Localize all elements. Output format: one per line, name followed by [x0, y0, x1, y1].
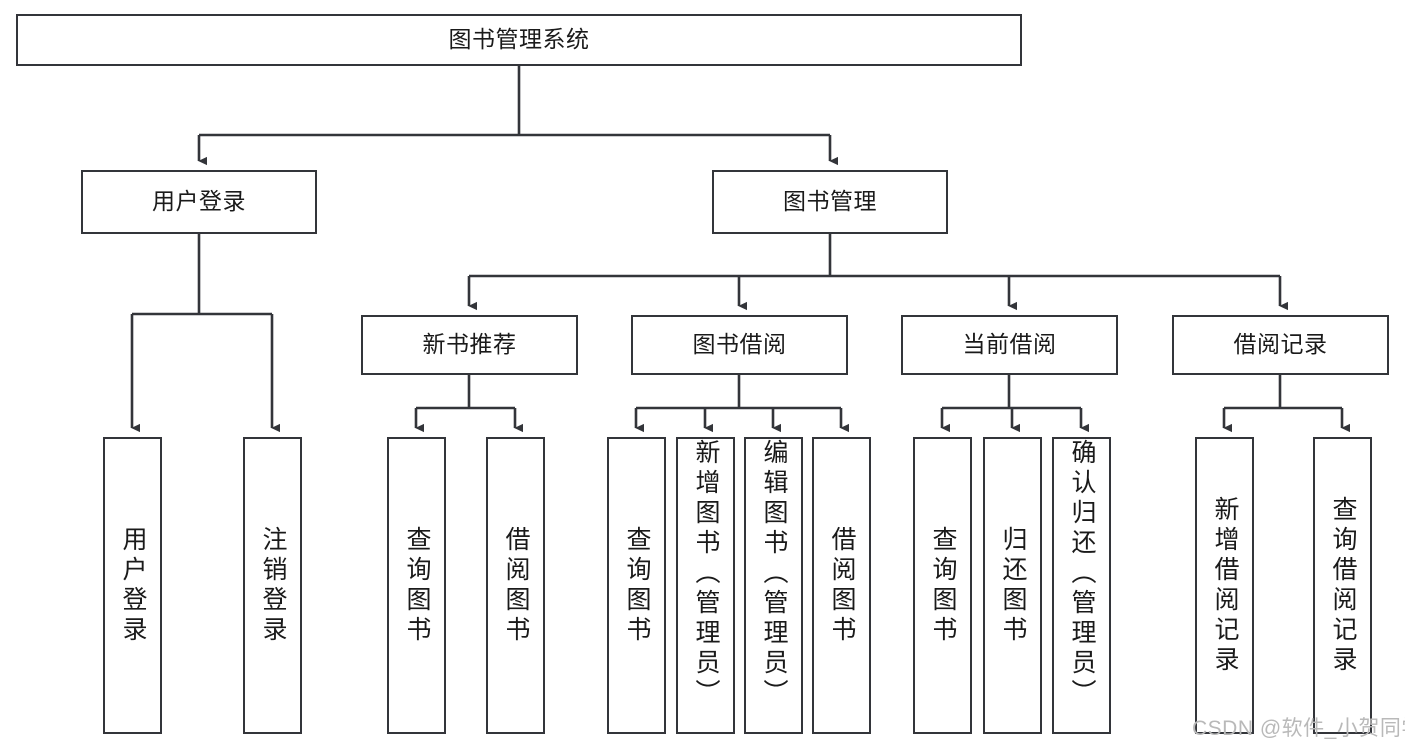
node-leaf-query-book-3-label: 查询图书 [929, 525, 957, 646]
node-book-management-label: 图书管理 [783, 188, 877, 215]
node-leaf-borrow-book-2-label: 借阅图书 [828, 525, 856, 646]
node-user-login[interactable]: 用户登录 [81, 170, 317, 234]
node-leaf-add-record-label: 新增借阅记录 [1211, 495, 1239, 676]
node-leaf-edit-book[interactable]: 编辑图书（管理员） [744, 437, 803, 734]
node-leaf-query-book-3[interactable]: 查询图书 [913, 437, 972, 734]
node-leaf-confirm-return-label: 确认归还（管理员） [1068, 439, 1096, 709]
node-new-book-recommend[interactable]: 新书推荐 [361, 315, 578, 375]
node-leaf-add-record[interactable]: 新增借阅记录 [1195, 437, 1254, 734]
node-current-borrow[interactable]: 当前借阅 [901, 315, 1118, 375]
node-leaf-return-book-label: 归还图书 [999, 525, 1027, 646]
node-leaf-query-record[interactable]: 查询借阅记录 [1313, 437, 1372, 734]
node-root-system[interactable]: 图书管理系统 [16, 14, 1022, 66]
node-leaf-borrow-book-2[interactable]: 借阅图书 [812, 437, 871, 734]
node-leaf-query-book-1[interactable]: 查询图书 [387, 437, 446, 734]
node-leaf-edit-book-label: 编辑图书（管理员） [760, 439, 788, 709]
node-leaf-borrow-book-1[interactable]: 借阅图书 [486, 437, 545, 734]
csdn-watermark: CSDN @软件_小贺同学 [1192, 717, 1405, 740]
node-leaf-query-book-2[interactable]: 查询图书 [607, 437, 666, 734]
node-book-borrow[interactable]: 图书借阅 [631, 315, 848, 375]
node-leaf-query-book-2-label: 查询图书 [623, 525, 651, 646]
node-leaf-logout[interactable]: 注销登录 [243, 437, 302, 734]
node-leaf-confirm-return[interactable]: 确认归还（管理员） [1052, 437, 1111, 734]
node-leaf-query-record-label: 查询借阅记录 [1329, 495, 1357, 676]
node-root-label: 图书管理系统 [448, 26, 590, 53]
node-user-login-label: 用户登录 [152, 188, 246, 215]
node-leaf-return-book[interactable]: 归还图书 [983, 437, 1042, 734]
node-current-borrow-label: 当前借阅 [962, 331, 1057, 358]
node-leaf-borrow-book-1-label: 借阅图书 [502, 525, 530, 646]
node-leaf-add-book[interactable]: 新增图书（管理员） [676, 437, 735, 734]
node-leaf-user-login[interactable]: 用户登录 [103, 437, 162, 734]
node-book-management[interactable]: 图书管理 [712, 170, 948, 234]
node-leaf-logout-label: 注销登录 [259, 525, 287, 646]
node-book-borrow-label: 图书借阅 [692, 331, 787, 358]
node-leaf-query-book-1-label: 查询图书 [403, 525, 431, 646]
node-borrow-record-label: 借阅记录 [1233, 331, 1328, 358]
node-new-book-recommend-label: 新书推荐 [422, 331, 517, 358]
node-leaf-add-book-label: 新增图书（管理员） [692, 439, 720, 709]
node-leaf-user-login-label: 用户登录 [119, 525, 147, 646]
node-borrow-record[interactable]: 借阅记录 [1172, 315, 1389, 375]
